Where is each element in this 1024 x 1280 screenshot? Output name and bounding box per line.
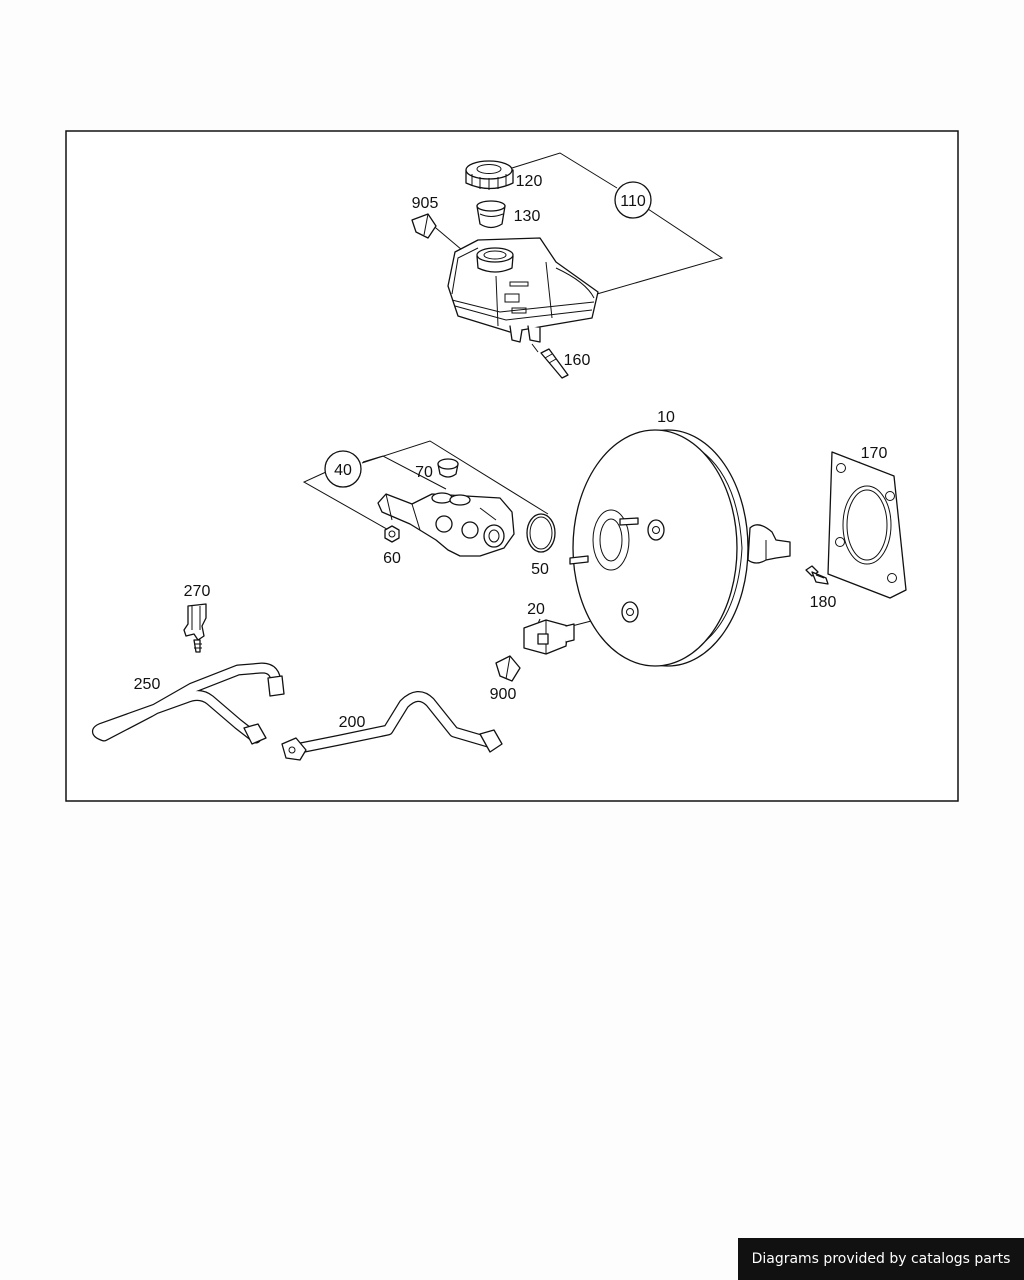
label-130: 130 bbox=[514, 208, 541, 225]
label-70: 70 bbox=[415, 464, 433, 481]
label-10: 10 bbox=[657, 409, 675, 426]
pin-part[interactable] bbox=[540, 348, 569, 379]
tag-part-900[interactable] bbox=[495, 655, 521, 682]
label-160: 160 bbox=[564, 352, 591, 369]
label-200: 200 bbox=[339, 714, 366, 731]
filter-insert-part[interactable] bbox=[476, 200, 506, 229]
brake-fluid-reservoir-part[interactable] bbox=[447, 237, 599, 353]
master-cylinder-part[interactable] bbox=[377, 492, 515, 557]
label-270: 270 bbox=[184, 583, 211, 600]
clip-part[interactable] bbox=[183, 603, 207, 653]
footer-credit: Diagrams provided by catalogs parts bbox=[738, 1238, 1024, 1280]
reservoir-cap-part[interactable] bbox=[465, 160, 514, 190]
tag-part-905[interactable] bbox=[411, 213, 437, 239]
label-180: 180 bbox=[810, 594, 837, 611]
label-50: 50 bbox=[531, 561, 549, 578]
label-250: 250 bbox=[134, 676, 161, 693]
bolt-part[interactable] bbox=[805, 565, 829, 585]
label-110: 110 bbox=[620, 193, 646, 210]
part-labels: 120 130 905 160 10 170 70 60 50 180 270 … bbox=[134, 173, 888, 731]
callout-40[interactable]: 40 bbox=[324, 450, 362, 488]
label-170: 170 bbox=[861, 445, 888, 462]
callout-110[interactable]: 110 bbox=[614, 181, 652, 219]
label-20: 20 bbox=[527, 601, 545, 618]
vacuum-sensor-part[interactable] bbox=[523, 619, 575, 655]
nut-part[interactable] bbox=[384, 525, 400, 543]
vacuum-hose-part-200[interactable] bbox=[281, 691, 503, 761]
label-40: 40 bbox=[334, 462, 352, 479]
gasket-part[interactable] bbox=[827, 451, 907, 599]
vacuum-hose-part-250[interactable] bbox=[92, 662, 285, 745]
seal-part-70[interactable] bbox=[437, 458, 459, 478]
label-120: 120 bbox=[516, 173, 543, 190]
o-ring-part[interactable] bbox=[526, 513, 556, 553]
label-905: 905 bbox=[412, 195, 439, 212]
label-60: 60 bbox=[383, 550, 401, 567]
label-900: 900 bbox=[490, 686, 517, 703]
brake-booster-part[interactable] bbox=[569, 429, 791, 667]
